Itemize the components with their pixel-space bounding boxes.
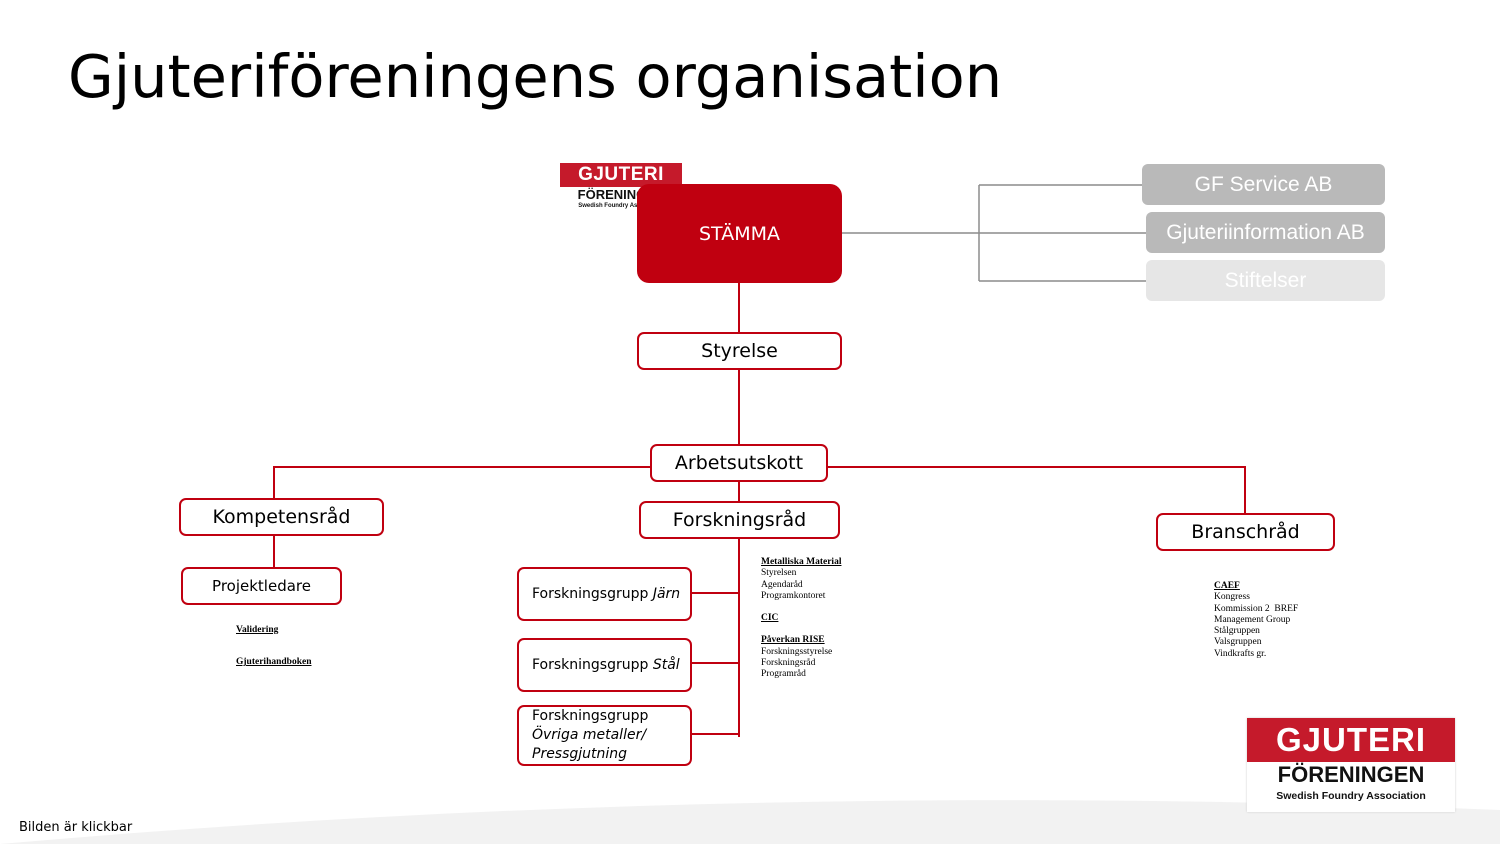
logo-large: GJUTERI FÖRENINGEN Swedish Foundry Assoc…	[1247, 718, 1455, 812]
logo-large-line1: GJUTERI	[1247, 718, 1455, 762]
forskningsgrupp-jarn-name: Järn	[652, 586, 681, 602]
forskningsgrupp-ovriga-line2: Övriga metaller/	[532, 727, 647, 743]
kompetens-notes: Validering Gjuterihandboken	[236, 625, 312, 669]
logo-small-line1: GJUTERI	[560, 163, 682, 187]
logo-large-line3: Swedish Foundry Association	[1276, 790, 1426, 802]
subsidiary-gjuteriinformation[interactable]: Gjuteriinformation AB	[1146, 212, 1385, 253]
note-item: Programråd	[761, 669, 806, 680]
note-item: Kommission 2 BREF	[1214, 603, 1299, 614]
forskningsgrupp-stal-prefix: Forskningsgrupp	[532, 657, 653, 673]
styrelse-box[interactable]: Styrelse	[637, 332, 842, 370]
note-item: Forskningsstyrelse	[761, 646, 833, 657]
forskningsgrupp-stal-name: Stål	[652, 657, 680, 673]
note-item: Agendaråd	[761, 579, 803, 590]
forskningsrad-box[interactable]: Forskningsråd	[639, 501, 840, 539]
forskningsgrupp-jarn-prefix: Forskningsgrupp	[532, 586, 653, 602]
note-item: Forskningsråd	[761, 658, 816, 669]
subsidiary-stiftelser[interactable]: Stiftelser	[1146, 260, 1385, 301]
note-validering: Validering	[236, 625, 279, 635]
note-item: Styrelsen	[761, 568, 797, 579]
forskningsgrupp-stal-box[interactable]: Forskningsgrupp Stål	[517, 638, 692, 692]
note-item: Stålgruppen	[1214, 626, 1260, 637]
page-title: Gjuteriföreningens organisation	[68, 42, 1003, 111]
stamma-box[interactable]: STÄMMA	[637, 184, 842, 283]
forskning-notes: Metalliska Material Styrelsen Agendaråd …	[761, 557, 841, 681]
note-gjuterihandboken: Gjuterihandboken	[236, 657, 312, 668]
note-item: Kongress	[1214, 592, 1250, 603]
kompetensrad-box[interactable]: Kompetensråd	[179, 498, 384, 536]
bransch-notes: CAEF Kongress Kommission 2 BREF Manageme…	[1214, 581, 1298, 660]
note-metalliska-material: Metalliska Material	[761, 557, 842, 567]
note-caef: CAEF	[1214, 581, 1240, 591]
note-item: Management Group	[1214, 614, 1291, 625]
forskningsgrupp-jarn-box[interactable]: Forskningsgrupp Järn	[517, 567, 692, 621]
subsidiary-gf-service[interactable]: GF Service AB	[1142, 164, 1385, 205]
footer-note: Bilden är klickbar	[19, 820, 133, 835]
logo-large-line2: FÖRENINGEN	[1277, 762, 1425, 787]
forskningsgrupp-ovriga-line3: Pressgjutning	[532, 746, 628, 762]
note-paverkan-rise: Påverkan RISE	[761, 635, 825, 646]
note-cic: CIC	[761, 613, 779, 624]
branschrad-box[interactable]: Branschråd	[1156, 513, 1335, 551]
forskningsgrupp-ovriga-box[interactable]: Forskningsgrupp Övriga metaller/ Pressgj…	[517, 705, 692, 766]
note-item: Valsgruppen	[1214, 637, 1262, 648]
logo-small-line3: Swedish Foundry Association	[578, 203, 664, 209]
arbetsutskott-box[interactable]: Arbetsutskott	[650, 444, 828, 482]
note-item: Programkontoret	[761, 590, 826, 601]
note-item: Vindkrafts gr.	[1214, 648, 1267, 659]
forskningsgrupp-ovriga-line1: Forskningsgrupp	[532, 708, 649, 724]
projektledare-box[interactable]: Projektledare	[181, 567, 342, 605]
